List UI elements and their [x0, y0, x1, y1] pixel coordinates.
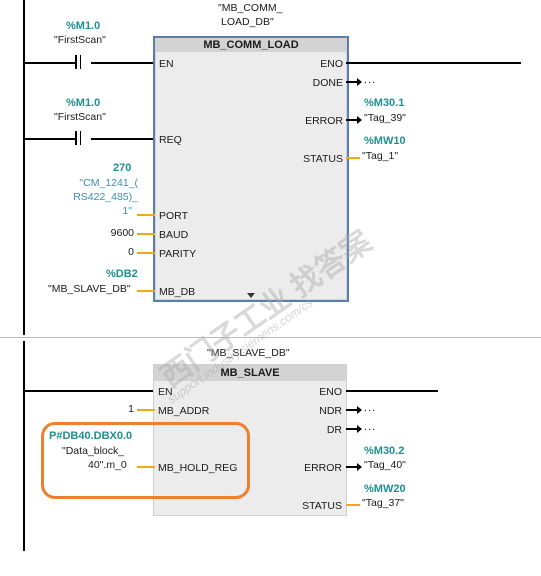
- error-address: %M30.1: [364, 97, 405, 109]
- done-value: ...: [364, 74, 377, 86]
- mb-addr-link: [137, 409, 155, 411]
- hold-reg-link: [137, 466, 155, 468]
- mb-slave-title: MB_SLAVE: [154, 365, 346, 381]
- ndr-wire: [346, 409, 358, 411]
- port-value: 270: [113, 162, 132, 174]
- pin-error-2: ERROR: [304, 462, 342, 474]
- port-tag-line2: RS422_485)_: [73, 191, 138, 203]
- pin-mb-db: MB_DB: [159, 286, 196, 298]
- en-contact-address: %M1.0: [66, 20, 101, 32]
- pin-status: STATUS: [303, 153, 343, 165]
- ndr-value: ...: [364, 402, 377, 414]
- done-arrow-icon: [357, 78, 362, 86]
- parity-value: 0: [128, 246, 134, 258]
- pin-eno: ENO: [320, 58, 343, 70]
- parity-link: [137, 252, 155, 254]
- req-contact[interactable]: [75, 131, 81, 145]
- pin-status-2: STATUS: [302, 500, 342, 512]
- status-link-2: [346, 504, 360, 506]
- ndr-arrow-icon: [357, 406, 362, 414]
- pin-baud: BAUD: [159, 229, 189, 241]
- error-tag: "Tag_39": [364, 112, 406, 124]
- pin-en-2: EN: [158, 386, 173, 398]
- pin-port: PORT: [159, 210, 188, 222]
- eno-wire: [346, 62, 521, 64]
- pin-mb-addr: MB_ADDR: [158, 405, 210, 417]
- pin-error: ERROR: [305, 115, 343, 127]
- pin-done: DONE: [312, 77, 343, 89]
- expand-arrow-icon[interactable]: [247, 293, 255, 298]
- pin-mb-hold-reg: MB_HOLD_REG: [158, 462, 238, 474]
- pin-parity: PARITY: [159, 248, 197, 260]
- hold-reg-tag-line2: 40".m_0: [88, 459, 127, 471]
- req-wire-right: [91, 138, 154, 140]
- error-wire-2: [346, 466, 358, 468]
- req-wire-left: [23, 138, 75, 140]
- mb-comm-load-title: MB_COMM_LOAD: [155, 38, 347, 52]
- dr-value: ...: [364, 421, 377, 433]
- port-link: [137, 214, 155, 216]
- mb-db-address: %DB2: [106, 268, 138, 280]
- port-tag-line3: 1": [122, 205, 132, 217]
- hold-reg-tag-line1: "Data_block_: [62, 445, 125, 457]
- status-address: %MW10: [364, 135, 406, 147]
- mb-db-link: [137, 290, 155, 292]
- status-address-2: %MW20: [364, 483, 406, 495]
- error-address-2: %M30.2: [364, 445, 405, 457]
- baud-link: [137, 233, 155, 235]
- dr-arrow-icon: [357, 425, 362, 433]
- en-wire-2: [23, 390, 154, 392]
- mb-addr-value: 1: [128, 403, 134, 415]
- en-wire-left: [23, 62, 75, 64]
- baud-value: 9600: [110, 227, 134, 239]
- req-branch-vertical: [23, 62, 25, 138]
- done-wire: [346, 81, 358, 83]
- block-instance-2: "MB_SLAVE_DB": [207, 347, 290, 359]
- pin-dr: DR: [326, 424, 342, 436]
- status-tag-2: "Tag_37": [362, 497, 404, 509]
- en-contact-tag: "FirstScan": [54, 34, 106, 46]
- pin-eno-2: ENO: [319, 386, 342, 398]
- block-instance-line2: LOAD_DB": [221, 16, 274, 28]
- pin-en: EN: [159, 58, 174, 70]
- highlight-annotation: [41, 422, 250, 499]
- status-tag: "Tag_1": [362, 150, 399, 162]
- power-rail: [23, 0, 25, 335]
- req-contact-tag: "FirstScan": [54, 111, 106, 123]
- network-separator: [0, 337, 541, 338]
- error-wire: [346, 119, 358, 121]
- en-wire-right: [91, 62, 154, 64]
- mb-comm-load-block[interactable]: MB_COMM_LOAD EN REQ PORT BAUD PARITY MB_…: [153, 36, 349, 302]
- status-link: [346, 157, 360, 159]
- req-contact-address: %M1.0: [66, 97, 101, 109]
- dr-wire: [346, 428, 358, 430]
- hold-reg-address: P#DB40.DBX0.0: [49, 430, 133, 442]
- error-tag-2: "Tag_40": [364, 459, 406, 471]
- mb-slave-block[interactable]: MB_SLAVE EN MB_ADDR MB_HOLD_REG ENO NDR …: [153, 364, 347, 516]
- pin-req: REQ: [159, 134, 182, 146]
- en-contact[interactable]: [75, 55, 81, 69]
- pin-ndr: NDR: [319, 405, 342, 417]
- power-rail-2: [23, 341, 25, 551]
- port-tag-line1: "CM_1241_(: [79, 177, 138, 189]
- error-arrow-icon: [357, 116, 362, 124]
- eno-wire-2: [346, 390, 438, 392]
- block-instance-line1: "MB_COMM_: [218, 2, 283, 14]
- mb-db-tag: "MB_SLAVE_DB": [48, 283, 131, 295]
- error-arrow-icon-2: [357, 463, 362, 471]
